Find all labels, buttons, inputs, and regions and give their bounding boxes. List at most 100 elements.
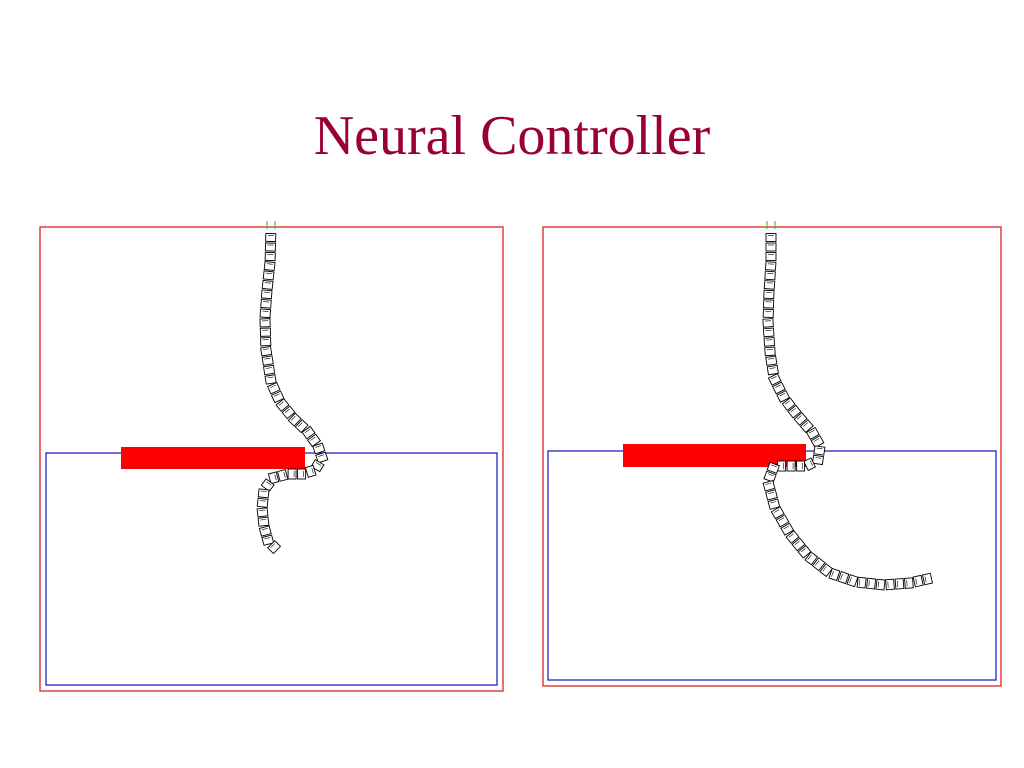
- right-body-segment: [894, 578, 905, 590]
- right-segment-joint: [809, 460, 813, 467]
- right-body-segment: [762, 318, 774, 328]
- right-body-segment: [763, 289, 775, 300]
- right-segment-joint: [924, 576, 927, 583]
- right-body-segment: [767, 372, 782, 386]
- left-segment-joint: [265, 367, 272, 369]
- left-segment-joint: [270, 384, 276, 388]
- right-body-segment: [765, 252, 777, 261]
- left-body-segment: [258, 525, 272, 537]
- right-body-segment: [762, 308, 774, 319]
- left-segment-joint: [264, 537, 271, 540]
- left-body-segment: [301, 425, 316, 440]
- right-segment-joint: [771, 464, 777, 468]
- left-obstacle-bar: [121, 447, 305, 469]
- left-segment-joint: [259, 500, 266, 502]
- right-segment-joint: [779, 393, 786, 397]
- left-body-segment: [287, 468, 297, 480]
- left-segment-joint: [261, 528, 268, 531]
- right-body-segment: [763, 337, 776, 347]
- left-body-segment: [264, 374, 277, 385]
- right-body-segment: [805, 426, 820, 440]
- right-body-segment: [921, 572, 934, 586]
- right-body-segment: [781, 397, 796, 411]
- left-body-segment: [264, 242, 276, 252]
- right-body-segment: [856, 576, 867, 589]
- right-swimmer-body: [762, 233, 934, 591]
- right-body-segment: [810, 435, 825, 449]
- right-body-segment: [765, 233, 777, 242]
- right-body-segment: [875, 578, 886, 591]
- right-body-segment: [828, 567, 841, 582]
- left-segment-joint: [315, 462, 322, 466]
- right-body-segment: [811, 557, 826, 572]
- right-body-segment: [819, 563, 834, 578]
- right-segment-joint: [778, 517, 785, 521]
- right-body-segment: [813, 445, 826, 456]
- left-body-segment: [287, 412, 302, 427]
- right-body-segment: [762, 327, 775, 338]
- right-body-segment: [765, 355, 778, 366]
- right-body-segment: [763, 299, 775, 309]
- right-segment-joint: [822, 566, 827, 572]
- right-segment-joint: [788, 533, 794, 538]
- right-segment-joint: [773, 509, 780, 513]
- right-body-segment: [837, 570, 850, 585]
- right-segment-joint: [813, 438, 820, 442]
- left-body-segment: [262, 270, 275, 281]
- right-segment-joint: [858, 579, 861, 586]
- right-segment-joint: [815, 457, 822, 459]
- right-body-segment: [766, 461, 780, 474]
- right-body-segment: [763, 280, 776, 290]
- left-body-segment: [256, 507, 269, 518]
- right-body-segment: [866, 577, 877, 590]
- right-segment-joint: [790, 407, 796, 413]
- right-body-segment: [764, 270, 776, 281]
- right-segment-joint: [800, 548, 806, 553]
- left-segment-joint: [297, 422, 303, 428]
- left-outer-frame: [39, 226, 504, 692]
- right-segment-joint: [784, 400, 791, 405]
- right-body-segment: [912, 574, 924, 588]
- left-segment-joint: [290, 415, 296, 421]
- right-body-segment: [763, 470, 777, 483]
- right-segment-joint: [767, 473, 774, 477]
- right-body-segment: [765, 489, 778, 501]
- left-segment-joint: [278, 401, 284, 406]
- right-segment-joint: [840, 574, 843, 580]
- left-segment-joint: [283, 471, 286, 478]
- right-body-segment: [764, 346, 776, 357]
- left-anchor-marker: [266, 221, 276, 229]
- left-body-segment: [306, 433, 322, 448]
- left-body-segment: [260, 478, 275, 492]
- left-segment-joint: [274, 474, 277, 481]
- right-body-segment: [885, 578, 895, 591]
- left-body-segment: [312, 442, 326, 455]
- left-body-segment: [261, 534, 275, 546]
- left-segment-joint: [259, 509, 266, 511]
- right-segment-joint: [868, 580, 870, 587]
- left-body-segment: [294, 419, 309, 434]
- right-segment-joint: [770, 376, 777, 380]
- left-body-segment: [261, 279, 274, 290]
- right-body-segment: [846, 574, 859, 588]
- left-segment-joint: [266, 481, 272, 486]
- right-body-segment: [772, 381, 786, 395]
- left-body-segment: [257, 488, 270, 499]
- left-body-segment: [267, 381, 281, 395]
- left-segment-joint: [266, 263, 273, 265]
- left-body-segment: [270, 390, 285, 404]
- left-segment-joint: [318, 454, 325, 457]
- left-segment-joint: [311, 467, 314, 474]
- right-segment-joint: [770, 501, 777, 504]
- left-body-segment: [260, 345, 273, 357]
- right-segment-joint: [877, 581, 880, 588]
- right-simulation-panel: [542, 221, 1002, 687]
- right-body-segment: [764, 261, 777, 271]
- right-body-segment: [793, 411, 808, 426]
- right-body-segment: [775, 514, 790, 528]
- slide-title: Neural Controller: [313, 105, 711, 167]
- right-segment-joint: [767, 357, 775, 360]
- left-segment-joint: [267, 376, 274, 379]
